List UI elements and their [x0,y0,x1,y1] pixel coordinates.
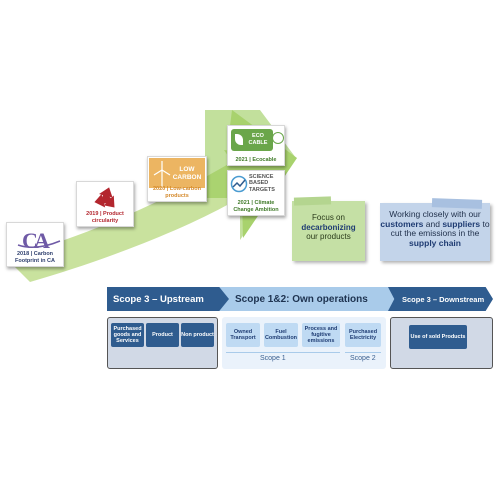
scope-upstream-header: Scope 3 – Upstream [107,287,229,311]
ca-logo: C A [17,228,61,253]
sbt-logo-text: SCIENCE BASED TARGETS [249,174,275,193]
scope2-bracket [345,352,381,353]
note-text: Working closely with our [389,209,481,219]
note-text: to cut the emissions in the [390,218,490,239]
milestone-year: 2019 [86,211,99,217]
note-bold-supply-chain: supply chain [409,238,461,249]
scope-downstream-header: Scope 3 – Downstream [388,287,493,311]
note-text-post: our products [306,232,351,241]
scope-upstream-title: Scope 3 – Upstream [113,293,204,305]
milestone-year: 2018 [16,251,30,257]
ecocable-logo: ECO CABLE [231,129,273,151]
scope-item-purchased-goods: Purchased goods and Services [111,323,144,347]
milestone-label: Low-carbon products [165,186,202,199]
milestone-card-ecocable: ECO CABLE 2021 | Ecocable [227,125,285,166]
scope-downstream-panel: Use of sold Products [390,317,493,369]
recycle-icon [94,187,115,208]
sbt-logo [230,175,248,193]
note-bold-customers: customers [380,218,424,229]
wind-turbine-icon [153,161,171,188]
badge-circle-icon [272,132,284,144]
milestone-year: 2020 [152,186,166,192]
milestone-card-2020: LOW CARBON 2020 | Low-carbon products [147,156,207,202]
note-bold-suppliers: suppliers [442,218,481,229]
scope-item-purchased-electricity: Purchased Electricity [345,323,381,347]
milestone-card-2019: 2019 | Product circularity [76,181,134,227]
milestone-year: 2021 [237,200,250,206]
milestone-label: Ecocable [252,156,277,163]
scope-own-header: Scope 1&2: Own operations [213,287,403,311]
scope1-bracket [226,352,340,353]
milestone-label: Climate Change Ambition [233,200,279,213]
scope-upstream-panel: Purchased goods and Services Product Non… [107,317,218,369]
leaf-icon [235,134,243,145]
scope-item-non-product: Non product [181,323,214,347]
scope-item-process-fugitive: Process and fugitive emissions [302,323,340,347]
milestone-label: Product circularity [91,211,124,224]
scope-item-use-of-sold-products: Use of sold Products [409,325,467,349]
scope-item-product: Product [146,323,179,347]
svg-text:A: A [34,228,50,253]
scope-downstream-title: Scope 3 – Downstream [402,294,485,304]
scope2-label: Scope 2 [350,355,376,362]
note-tape [431,198,483,209]
scope1-label: Scope 1 [260,355,286,362]
note-supply-chain: Working closely with our customers and s… [380,198,490,261]
note-text: and [423,218,443,229]
note-text-pre: Focus on [312,213,345,222]
milestone-year: 2021 [235,156,248,163]
scope-own-title: Scope 1&2: Own operations [235,293,368,305]
scope-item-owned-transport: Owned Transport [226,323,260,347]
scope-item-fuel-combustion: Fuel Combustion [264,323,298,347]
note-tape [293,196,332,206]
milestone-card-2018: C A 2018 | Carbon Footprint in CA [6,222,64,267]
note-text-bold: decarbonizing [301,222,356,232]
scope-own-panel: Owned Transport Fuel Combustion Process … [222,317,386,369]
milestone-card-sbt: SCIENCE BASED TARGETS 2021 | Climate Cha… [227,170,285,216]
low-carbon-logo: LOW CARBON [149,158,205,188]
low-carbon-logo-text: LOW CARBON [172,166,202,181]
note-decarbonizing: Focus on decarbonizing our products [292,196,365,261]
ecocable-logo-text: ECO CABLE [248,133,268,146]
milestone-label: Carbon Footprint in CA [14,251,56,264]
